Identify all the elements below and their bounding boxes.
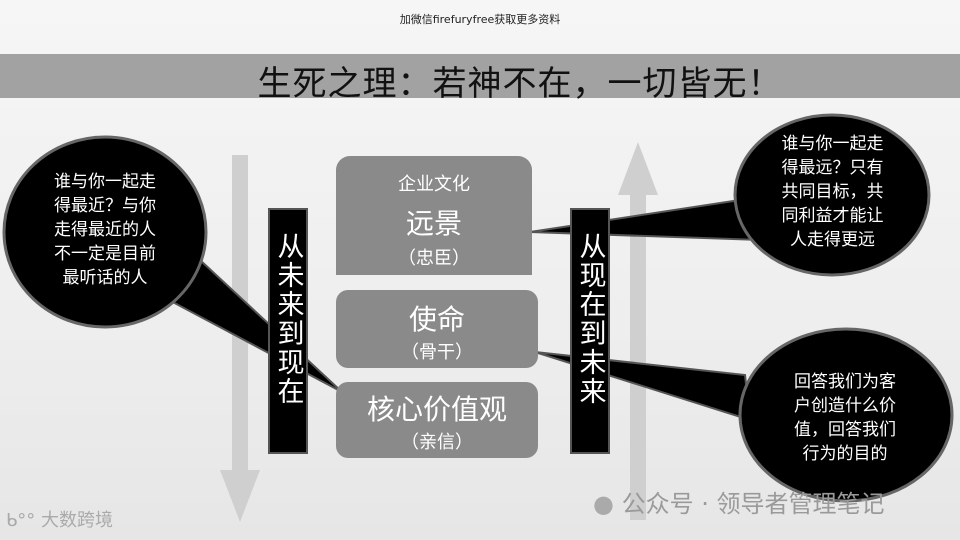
left-vertical-bar: 从未来到现在 (268, 208, 308, 454)
box-main: 使命 (408, 303, 465, 336)
box-main: 核心价值观 (366, 393, 507, 426)
bottom-watermark: ● 公众号 · 领导者管理笔记 (593, 484, 884, 519)
box-main: 远景 (405, 207, 462, 240)
watermark-text: 公众号 · 领导者管理笔记 (621, 490, 885, 518)
top-watermark: 加微信firefuryfree获取更多资料 (399, 13, 561, 26)
bubble-line: 谁与你一起走 (54, 172, 156, 192)
title-band (0, 54, 960, 98)
box-sub: （亲信） (401, 432, 473, 453)
right-bar-text: 从现在到未来 (574, 232, 606, 406)
bubble-line: 谁与你一起走 (781, 134, 884, 154)
bubble-line: 行为的目的 (802, 444, 888, 464)
values-box: 核心价值观 （亲信） (336, 382, 538, 458)
bubble-line: 得最远？只有 (781, 158, 884, 178)
right-vertical-bar: 从现在到未来 (570, 208, 610, 454)
logo-icon: ᑲ°° (6, 510, 36, 531)
wechat-icon: ● (593, 490, 614, 518)
slide-title: 生死之理：若神不在，一切皆无！ (257, 64, 783, 104)
bubble-line: 回答我们为客 (794, 372, 896, 392)
right-bottom-bubble-text: 回答我们为客 户创造什么价 值，回答我们 行为的目的 (760, 370, 930, 466)
bubble-line: 不一定是目前 (54, 244, 156, 264)
up-arrow-icon (618, 142, 658, 520)
left-bar-text: 从未来到现在 (272, 232, 304, 406)
vision-box: 企业文化 远景 （忠臣） (336, 156, 532, 275)
box-sub: （忠臣） (398, 248, 470, 269)
bubble-line: 得最近？与你 (54, 196, 156, 216)
left-watermark: ᑲ°° 大数跨境 (6, 506, 113, 532)
box-sub: （骨干） (401, 342, 473, 363)
bubble-line: 最听话的人 (62, 268, 148, 288)
bubble-line: 值，回答我们 (794, 420, 896, 440)
right-top-bubble-text: 谁与你一起走 得最远？只有 共同目标，共 同利益才能让 人走得更远 (750, 132, 915, 252)
bubble-line: 走得最近的人 (54, 220, 156, 240)
mission-box: 使命 （骨干） (336, 290, 538, 368)
watermark-left-text: 大数跨境 (41, 510, 114, 531)
bubble-line: 共同目标，共 (781, 182, 884, 202)
left-bubble-text: 谁与你一起走 得最近？与你 走得最近的人 不一定是目前 最听话的人 (20, 170, 190, 290)
box-header: 企业文化 (398, 174, 470, 195)
bubble-line: 同利益才能让 (781, 206, 884, 226)
bubble-line: 户创造什么价 (794, 396, 896, 416)
bubble-line: 人走得更远 (790, 230, 875, 250)
